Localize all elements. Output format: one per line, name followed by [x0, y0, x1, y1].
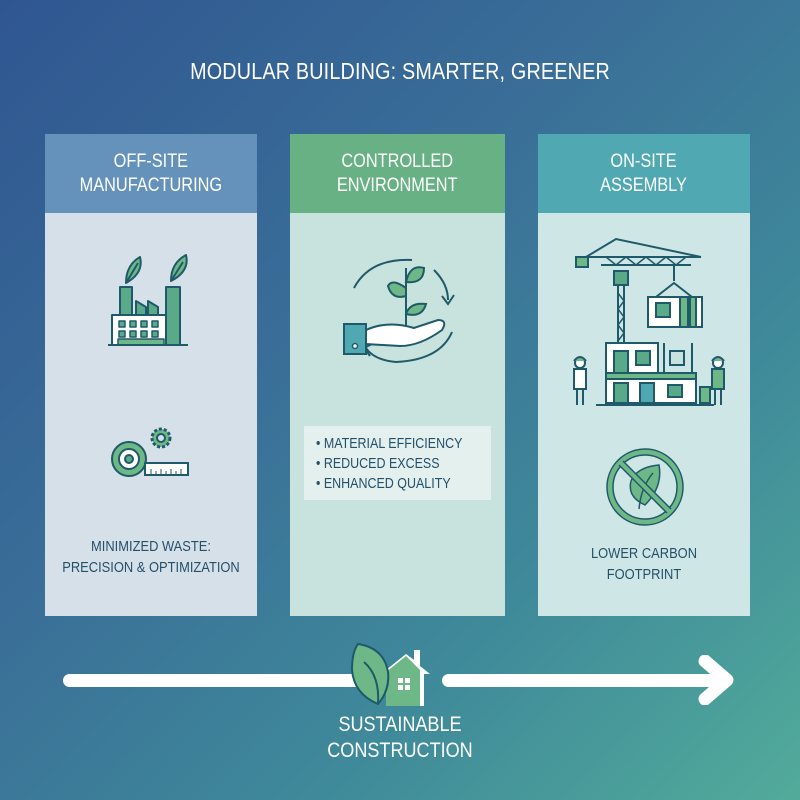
footer-label-line: CONSTRUCTION: [327, 739, 473, 762]
caption-line: LOWER CARBON: [590, 545, 698, 562]
panel-caption: LOWER CARBON FOOTPRINT: [538, 543, 750, 585]
panel-header-line: ENVIRONMENT: [337, 174, 458, 196]
tape-measure-gear-icon: [111, 427, 189, 477]
panel-header-line: ON-SITE: [610, 150, 678, 172]
hand-holding-sprout-cycle-icon: [343, 258, 455, 363]
panel-header-line: CONTROLLED: [341, 150, 454, 172]
panel-header-line: OFF-SITE: [113, 150, 189, 172]
eco-factory-icon: [108, 254, 188, 346]
arrow-head-icon: [698, 655, 734, 705]
timeline-line-right: [442, 674, 720, 687]
list-item: MATERIAL EFFICIENCY: [316, 434, 467, 454]
footer-label-line: SUSTAINABLE: [338, 713, 462, 736]
list-item: REDUCED EXCESS: [316, 454, 467, 474]
panel-header: OFF-SITE MANUFACTURING: [45, 134, 257, 213]
crane-module-workers-icon: [573, 237, 725, 406]
panel-body: MINIMIZED WASTE: PRECISION & OPTIMIZATIO…: [45, 213, 257, 616]
panel-body: MATERIAL EFFICIENCY REDUCED EXCESS ENHAN…: [290, 213, 505, 616]
panel-off-site-manufacturing: OFF-SITE MANUFACTURING: [45, 134, 257, 616]
panel-header-line: ASSEMBLY: [600, 174, 688, 196]
panel-caption: MINIMIZED WASTE: PRECISION & OPTIMIZATIO…: [45, 536, 257, 578]
panel-header: CONTROLLED ENVIRONMENT: [290, 134, 505, 213]
panel-on-site-assembly: ON-SITE ASSEMBLY: [538, 134, 750, 616]
panel-header-line: MANUFACTURING: [79, 174, 223, 196]
timeline-line-left: [63, 674, 363, 687]
benefit-list: MATERIAL EFFICIENCY REDUCED EXCESS ENHAN…: [304, 426, 491, 500]
panel-controlled-environment: CONTROLLED ENVIRONMENT MATER: [290, 134, 505, 616]
caption-line: FOOTPRINT: [606, 566, 682, 583]
footer-label: SUSTAINABLE CONSTRUCTION: [0, 712, 800, 764]
caption-line: PRECISION & OPTIMIZATION: [62, 559, 240, 576]
panel-body: LOWER CARBON FOOTPRINT: [538, 213, 750, 616]
caption-line: MINIMIZED WASTE:: [91, 538, 211, 555]
panel-header: ON-SITE ASSEMBLY: [538, 134, 750, 213]
leaf-house-icon: [350, 642, 430, 706]
list-item: ENHANCED QUALITY: [316, 474, 467, 494]
no-carbon-leaf-icon: [606, 448, 684, 526]
page-title: MODULAR BUILDING: SMARTER, GREENER: [190, 58, 610, 84]
